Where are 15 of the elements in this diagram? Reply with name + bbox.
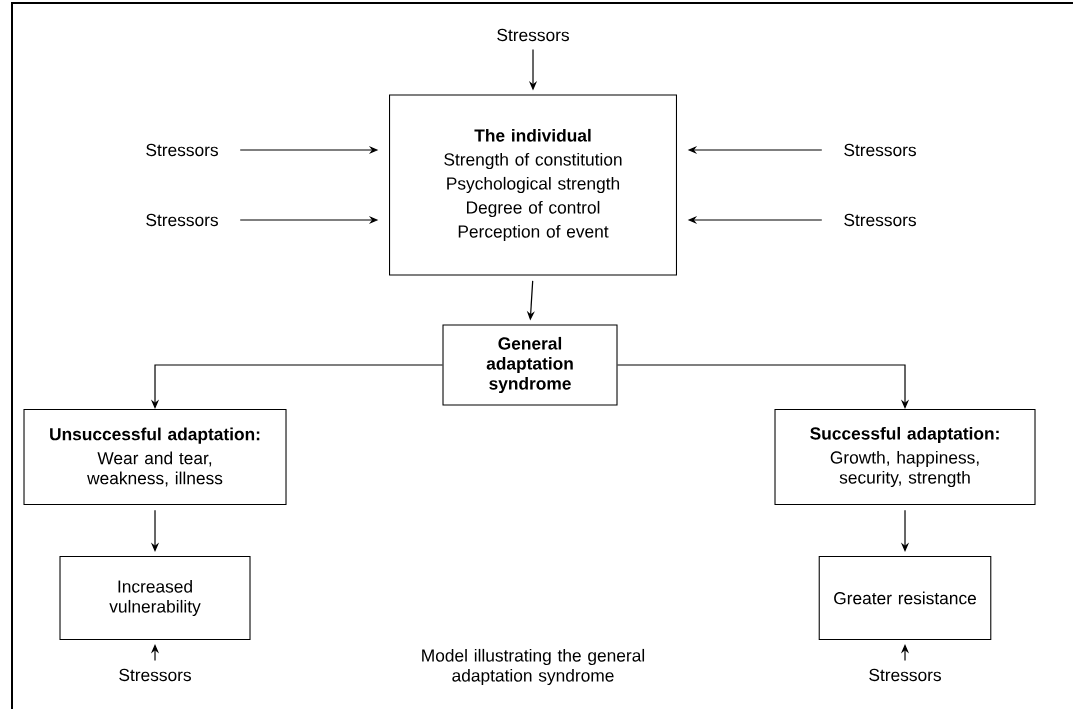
result-box: Greater resistance xyxy=(818,556,992,640)
stressor-text: Stressors xyxy=(497,28,569,42)
outcome-box: Unsuccessful adaptation: Wear and tear, weakness, illness xyxy=(23,409,287,505)
stressor-text: Stressors xyxy=(844,143,916,157)
process-box: General adaptation syndrome xyxy=(442,324,618,406)
individual-box: The individual Strength of constitution Psychological strength Degree of control Perception of event xyxy=(389,94,677,276)
caption: Model illustrating the general adaptation syndrome xyxy=(422,648,645,686)
arrow xyxy=(616,364,910,409)
outcome-box: Successful adaptation: Growth, happiness, security, strength xyxy=(774,409,1036,505)
result-box: Increased vulnerability xyxy=(59,556,251,640)
stressor-text: Stressors xyxy=(119,668,191,682)
stressor-text: Stressors xyxy=(146,213,218,227)
stressor-text: Stressors xyxy=(869,668,941,682)
stressor-text: Stressors xyxy=(844,213,916,227)
stressor-text: Stressors xyxy=(146,143,218,157)
